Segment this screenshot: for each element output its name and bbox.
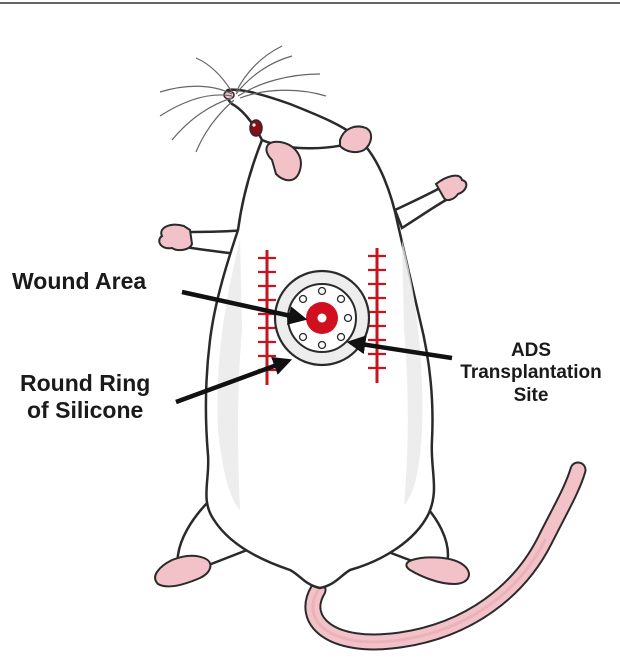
- label-ads-line2: Transplantation: [452, 362, 610, 384]
- label-ads-transplantation-site: ADS Transplantation Site: [452, 340, 610, 407]
- wound-area: [306, 302, 338, 334]
- label-ads-line3: Site: [452, 385, 610, 407]
- eye-icon: [250, 120, 262, 136]
- label-ring-line2: of Silicone: [20, 397, 150, 424]
- label-ring-line1: Round Ring: [20, 370, 150, 397]
- label-round-ring-of-silicone: Round Ring of Silicone: [20, 370, 150, 424]
- front-right-leg: [395, 176, 466, 228]
- label-ads-line1: ADS: [452, 340, 610, 362]
- label-wound-area: Wound Area: [12, 268, 146, 295]
